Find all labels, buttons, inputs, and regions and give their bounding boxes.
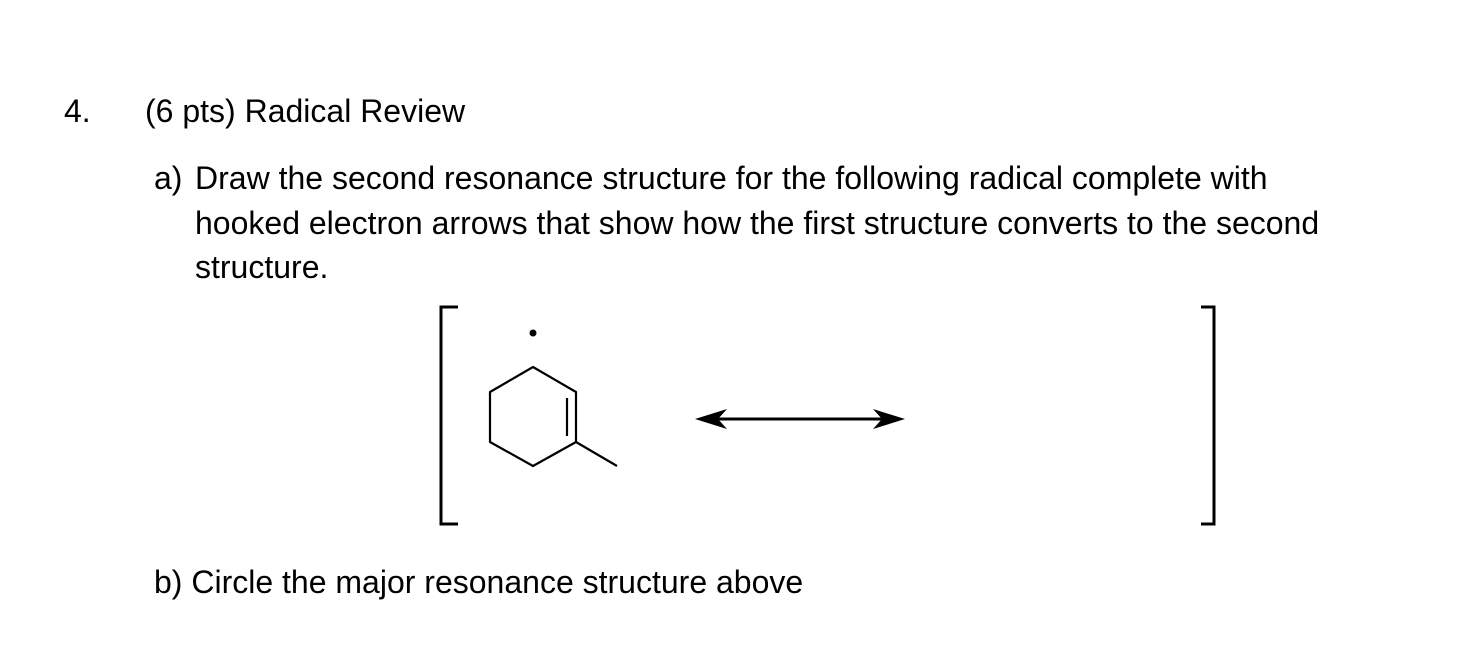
cyclohexene-structure bbox=[488, 365, 618, 468]
part-a-label: a) bbox=[154, 160, 183, 196]
right-bracket bbox=[1201, 305, 1216, 526]
cyclohexene-ring bbox=[488, 365, 578, 468]
part-a-line-2: hooked electron arrows that show how the… bbox=[195, 204, 1320, 241]
question-number: 4. bbox=[64, 93, 91, 129]
arrow-head-right bbox=[873, 409, 905, 429]
methyl-substituent bbox=[575, 441, 618, 467]
radical-dot bbox=[529, 329, 537, 337]
question-title: (6 pts) Radical Review bbox=[145, 93, 466, 129]
left-bracket bbox=[439, 305, 458, 526]
resonance-arrow bbox=[695, 409, 905, 429]
part-b-instructions: b) Circle the major resonance structure … bbox=[154, 564, 804, 600]
part-a-line-1: Draw the second resonance structure for … bbox=[195, 160, 1268, 196]
part-a-instructions: Draw the second resonance structure for … bbox=[195, 156, 1395, 290]
part-a-line-3: structure. bbox=[195, 249, 329, 285]
arrow-head-left bbox=[695, 409, 727, 429]
